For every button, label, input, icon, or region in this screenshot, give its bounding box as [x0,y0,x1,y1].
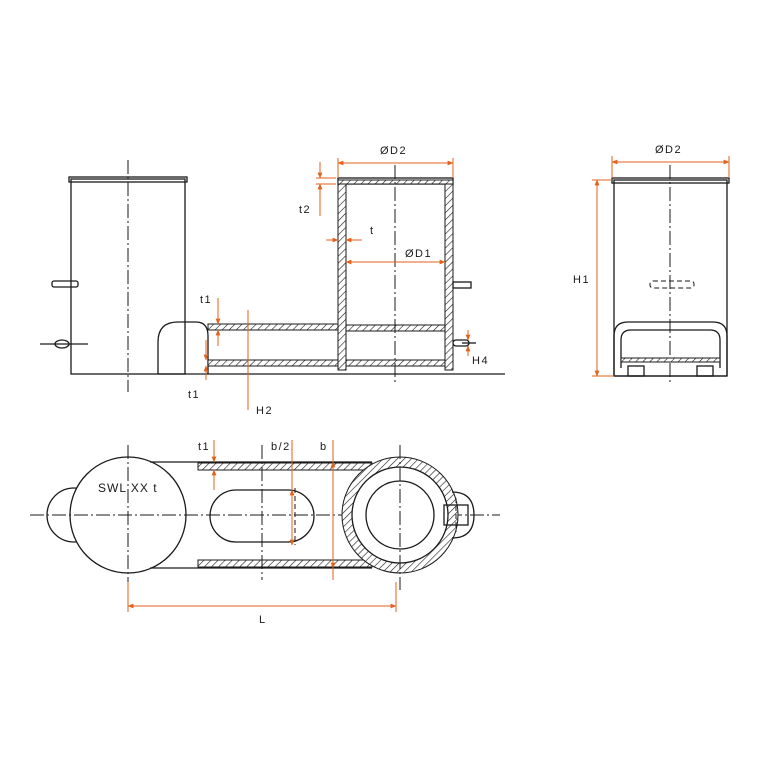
label-b: b [320,441,328,453]
label-swl: SWL XX t [98,481,158,495]
label-t1-lower: t1 [188,389,200,401]
label-t: t [370,225,375,237]
dimensions-front: ØD2 t2 t ØD1 t1 t1 H2 [188,145,489,417]
label-h1: H1 [573,274,590,286]
label-d1: ØD1 [405,248,432,260]
label-t2: t2 [299,204,311,216]
label-h4: H4 [472,355,489,367]
front-view: ØD2 t2 t ØD1 t1 t1 H2 [40,145,505,417]
label-l: L [259,614,267,626]
label-b-half: b/2 [271,441,291,453]
label-d2-front: ØD2 [380,145,407,157]
side-view: ØD2 H1 [573,144,730,385]
right-bollard-section [337,165,476,385]
left-bollard [40,160,188,392]
label-d2-side: ØD2 [655,144,682,156]
label-h2: H2 [256,405,273,417]
label-t1-upper: t1 [200,294,212,306]
plan-view: SWL XX t t1 b/2 b L [30,440,500,626]
label-t1-plan: t1 [198,441,210,453]
